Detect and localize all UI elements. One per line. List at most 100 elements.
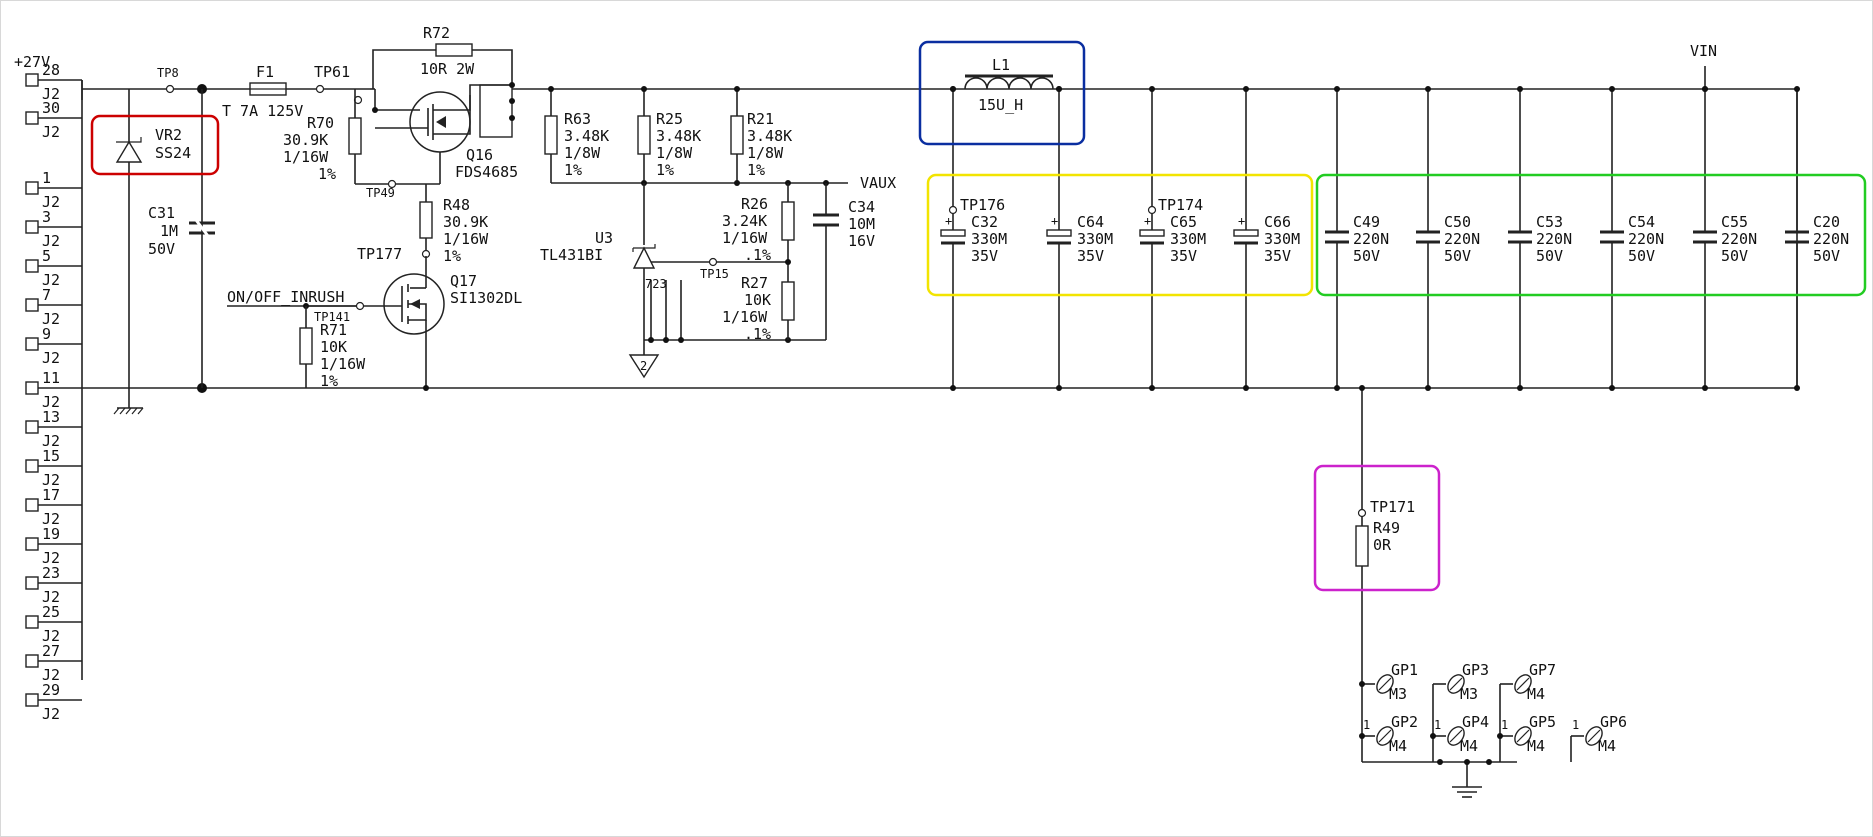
connector-pin-number: 30 bbox=[42, 99, 60, 117]
connector-ref: J2 bbox=[42, 549, 60, 567]
u3-value: TL431BI bbox=[540, 246, 603, 264]
r71-v1: 10K bbox=[320, 338, 347, 356]
r26-v3: .1% bbox=[744, 246, 771, 264]
r70-v2: 1/16W bbox=[283, 148, 329, 166]
mosfet-q17: Q17 SI1302DL bbox=[308, 256, 522, 388]
connector-pin-number: 13 bbox=[42, 408, 60, 426]
mount-value: M4 bbox=[1527, 737, 1545, 755]
q16-ref: Q16 bbox=[466, 146, 493, 164]
supply-label: +27V bbox=[14, 53, 50, 71]
tp174-label: TP174 bbox=[1158, 196, 1203, 214]
r71-v3: 1% bbox=[320, 372, 338, 390]
connector-pin-1: 1J2 bbox=[25, 169, 82, 211]
q17-ref: Q17 bbox=[450, 272, 477, 290]
cap-ref: C55 bbox=[1721, 213, 1748, 231]
connector-ref: J2 bbox=[42, 393, 60, 411]
resistor-r27: R27 10K 1/16W .1% bbox=[722, 274, 795, 343]
r25-v2: 1/8W bbox=[656, 144, 693, 162]
cap-value: 220N bbox=[1628, 230, 1664, 248]
r70-v3: 1% bbox=[318, 165, 336, 183]
cap-voltage: 50V bbox=[1353, 247, 1380, 265]
r48-ref: R48 bbox=[443, 196, 470, 214]
cap-voltage: 35V bbox=[1170, 247, 1197, 265]
polarity-mark: + bbox=[945, 214, 952, 228]
resistor-r49: TP171 R49 0R bbox=[1355, 385, 1415, 762]
r27-v3: .1% bbox=[744, 325, 771, 343]
cap-voltage: 50V bbox=[1444, 247, 1471, 265]
vr2-ref: VR2 bbox=[155, 126, 182, 144]
mosfet-q16: Q16 FDS4685 bbox=[355, 82, 1797, 185]
cap-value: 220N bbox=[1444, 230, 1480, 248]
cap-value: 330M bbox=[971, 230, 1007, 248]
r63-ref: R63 bbox=[564, 110, 591, 128]
tp177-label: TP177 bbox=[357, 245, 402, 263]
fuse-value: T 7A 125V bbox=[222, 102, 303, 120]
connector-pin-5: 5J2 bbox=[25, 247, 82, 289]
cap-value: 220N bbox=[1813, 230, 1849, 248]
highlight-ceramics bbox=[1315, 173, 1867, 297]
cap-voltage: 35V bbox=[1264, 247, 1291, 265]
connector-pin-number: 29 bbox=[42, 681, 60, 699]
electrolytic-capacitor-bank: +C32330M35V+C64330M35V+C65330M35V+C66330… bbox=[940, 86, 1300, 391]
cap-c31: C31 1M 50V bbox=[148, 89, 215, 388]
tp176-label: TP176 bbox=[960, 196, 1005, 214]
connector-ref: J2 bbox=[42, 349, 60, 367]
polarity-mark: + bbox=[1238, 214, 1245, 228]
connector-pin-number: 23 bbox=[42, 564, 60, 582]
cap-ref: C54 bbox=[1628, 213, 1655, 231]
connector-pin-number: 1 bbox=[42, 169, 51, 187]
connector-pin-number: 19 bbox=[42, 525, 60, 543]
resistor-r48: R48 30.9K 1/16W 1% TP177 bbox=[357, 184, 489, 265]
cap-ref: C20 bbox=[1813, 213, 1840, 231]
r63-v1: 3.48K bbox=[564, 127, 609, 145]
tp15-label: TP15 bbox=[700, 267, 729, 281]
cap-voltage: 50V bbox=[1721, 247, 1748, 265]
mount-pin: 1 bbox=[1501, 718, 1508, 732]
mount-ref: GP1 bbox=[1391, 661, 1418, 679]
highlight-l1 bbox=[918, 40, 1086, 146]
c34-v2: 16V bbox=[848, 232, 875, 250]
resistor-r21: R21 3.48K 1/8W 1% bbox=[730, 89, 792, 183]
c31-v1: 1M bbox=[160, 222, 178, 240]
connector-pin-number: 15 bbox=[42, 447, 60, 465]
connector-pin-number: 11 bbox=[42, 369, 60, 387]
diode-vr2: VR2 SS24 bbox=[113, 89, 191, 415]
r27-v2: 1/16W bbox=[722, 308, 768, 326]
r70-v1: 30.9K bbox=[283, 131, 328, 149]
connector-pin-number: 17 bbox=[42, 486, 60, 504]
r72-ref: R72 bbox=[423, 24, 450, 42]
resistor-r70: R70 30.9K 1/16W 1% bbox=[283, 89, 362, 184]
u3-pins: 723 bbox=[645, 277, 667, 291]
mount-ref: GP3 bbox=[1462, 661, 1489, 679]
mount-pin: 1 bbox=[1572, 718, 1579, 732]
mount-ref: GP5 bbox=[1529, 713, 1556, 731]
u3-ref: U3 bbox=[595, 229, 613, 247]
connector-pin-number: 3 bbox=[42, 208, 51, 226]
cap-c34: C34 10M 16V bbox=[813, 183, 875, 340]
r63-v3: 1% bbox=[564, 161, 582, 179]
connector-ref: J2 bbox=[42, 271, 60, 289]
connector-ref: J2 bbox=[42, 588, 60, 606]
highlight-r49 bbox=[1313, 464, 1441, 592]
vaux-label: VAUX bbox=[860, 174, 896, 192]
cap-ref: C50 bbox=[1444, 213, 1471, 231]
resistor-r26: R26 3.24K 1/16W .1% bbox=[722, 183, 795, 282]
connector-ref: J2 bbox=[42, 510, 60, 528]
connector-ref: J2 bbox=[42, 232, 60, 250]
resistor-r63: R63 3.48K 1/8W 1% bbox=[544, 89, 609, 183]
mount-value: M3 bbox=[1460, 685, 1478, 703]
